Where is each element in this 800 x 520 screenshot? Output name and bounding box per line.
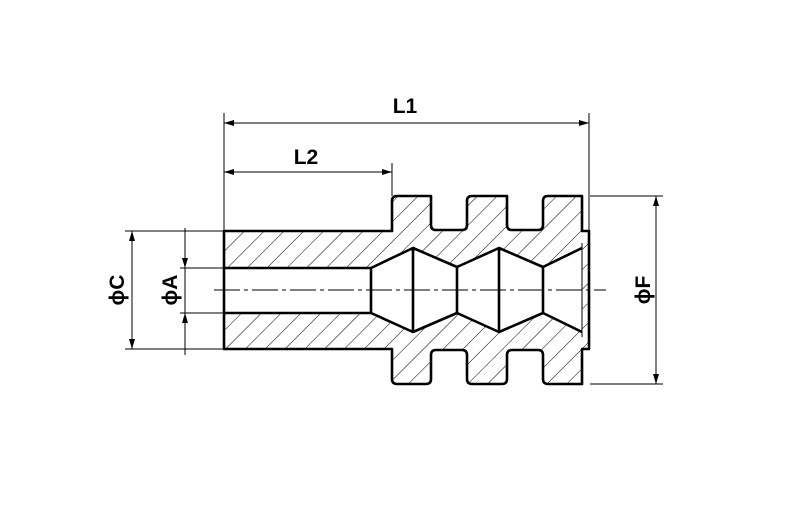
label-c: C <box>106 275 129 290</box>
label-f: F <box>632 276 655 289</box>
section-hatch <box>224 196 589 384</box>
diameter-symbol-a: ϕ <box>159 290 182 306</box>
diameter-symbol-c: ϕ <box>106 290 129 306</box>
label-l2: L2 <box>294 146 319 169</box>
label-l1: L1 <box>393 95 418 118</box>
diameter-symbol-f: ϕ <box>632 289 655 305</box>
svg-text:ϕC: ϕC <box>106 275 129 306</box>
svg-text:ϕA: ϕA <box>159 275 182 306</box>
svg-text:ϕF: ϕF <box>632 276 655 305</box>
label-a: A <box>159 275 182 290</box>
part-outline <box>222 194 591 386</box>
